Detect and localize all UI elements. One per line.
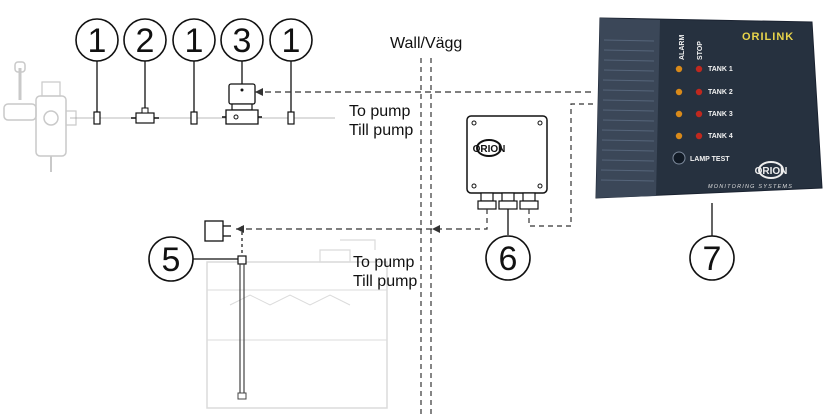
orion-logo-icon: ORION [755,161,788,179]
stop-column-label: STOP [697,41,704,60]
panel-logo: ORION [755,166,788,177]
cable-gland-icon [477,192,497,210]
to-pump-label-1: To pump [349,103,410,120]
signal-line-box-left [462,209,488,230]
stop-led-icon [695,110,703,118]
alarm-led-icon [675,88,683,96]
solenoid-valve-icon [222,83,262,125]
valve-icon [131,107,159,124]
tank-row-4: TANK 4 [675,132,733,140]
tank-row-1: TANK 1 [675,65,733,73]
alarm-column-label: ALARM [679,35,686,60]
svg-text:2: 2 [136,22,155,60]
callout-1-sensor: 1 [75,18,119,125]
callout-6-junction-box: 6 [485,209,531,281]
svg-text:1: 1 [282,22,301,60]
cable-gland-icon [498,192,518,210]
callout-7-control-panel: 7 [689,203,735,281]
panel-brand: ORILINK [742,31,794,43]
tank-label-3: TANK 3 [708,111,733,118]
wall [420,58,432,417]
oil-filter-icon [3,61,77,172]
panel-subtitle: MONITORING SYSTEMS [708,184,793,190]
lamp-test-label: LAMP TEST [690,156,730,163]
orion-logo-icon: ORION [473,139,506,157]
to-pump-label-2: To pump [353,254,414,271]
svg-text:3: 3 [233,22,252,60]
tank-icon [206,239,388,409]
signal-line-box-right [528,103,595,227]
till-pump-label-1: Till pump [349,122,413,139]
tank-row-3: TANK 3 [675,110,733,118]
junction-box: ORION [466,115,548,210]
till-pump-label-2: Till pump [353,273,417,290]
alarm-led-icon [675,65,683,73]
stop-led-icon [695,88,703,96]
svg-text:6: 6 [499,240,518,278]
stop-led-icon [695,65,703,73]
arrowhead-icon [255,88,263,96]
callout-2-valve: 2 [123,18,167,124]
callout-3-solenoid-valve: 3 [220,18,264,125]
callout-5-level-probe: 5 [148,220,247,400]
level-probe-icon [237,226,247,400]
svg-text:7: 7 [703,240,722,278]
arrowhead-icon [432,225,440,233]
lamp-test-button [672,151,686,165]
alarm-led-icon [675,132,683,140]
orilink-control-panel: ORILINK ALARM STOP TANK 1 TANK 2 TANK 3 … [595,17,823,199]
tank-row-2: TANK 2 [675,88,733,96]
arrowhead-icon [236,225,244,233]
tank-label-1: TANK 1 [708,66,733,73]
svg-text:1: 1 [88,22,107,60]
svg-text:5: 5 [162,241,181,279]
alarm-led-icon [675,110,683,118]
cable-gland-icon [519,192,539,210]
junction-box-logo: ORION [473,144,506,155]
svg-text:1: 1 [185,22,204,60]
callout-1-sensor-3: 1 [269,18,313,125]
tank-label-4: TANK 4 [708,133,733,140]
tank-label-2: TANK 2 [708,89,733,96]
stop-led-icon [695,132,703,140]
callout-1-sensor-2: 1 [172,18,216,125]
plug-icon [204,220,231,242]
wall-label: Wall/Vägg [390,35,462,52]
